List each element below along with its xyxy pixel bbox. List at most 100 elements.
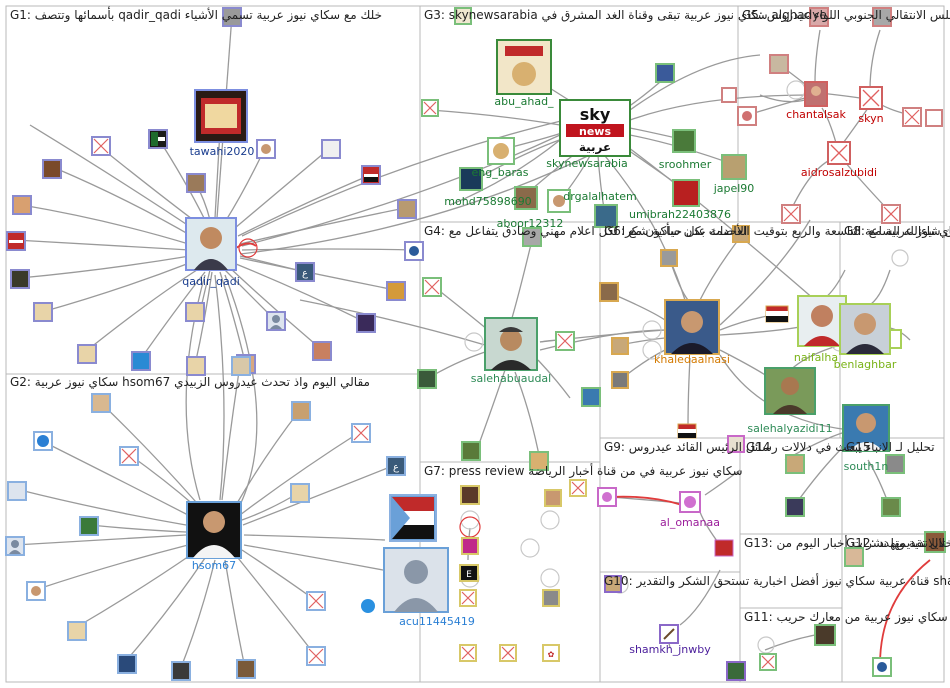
avatar-node[interactable] [80,517,98,535]
avatar-node[interactable] [545,490,561,506]
svg-text:sky: sky [580,105,611,124]
avatar-node[interactable] [387,282,405,300]
avatar-node[interactable] [722,88,736,102]
node-label: skynewsarabia [546,157,627,170]
avatar-node[interactable] [722,155,746,179]
node-al-omanaa[interactable] [680,492,700,512]
node-label: skyn [858,112,883,125]
avatar-node[interactable] [118,655,136,673]
node-skyn[interactable] [860,87,882,109]
avatar-node[interactable] [43,160,61,178]
group-title-g11: G11: صور خاصة بـ سكاي نيوز عربية من معار… [744,610,950,625]
node-label: al_omanaa [660,516,720,529]
node-label: salehabuaudal [471,372,551,385]
group-title-g2: G2: سكاي نيوز عربية hsom67 مقالي اليوم و… [10,375,370,390]
avatar-node[interactable] [461,486,479,504]
avatar-node[interactable] [232,357,250,375]
avatar-node[interactable] [656,64,674,82]
avatar-node[interactable] [34,303,52,321]
avatar-node[interactable] [11,270,29,288]
group-title-g13: G13: الإعلامية الجميلة ميشيلا حداد خلال … [744,535,950,551]
group-title-g10: G10: قناة عربية سكاي نيوز أفضل اخبارية ت… [604,573,950,589]
node-hsom67[interactable] [187,502,241,558]
node-label: naifalha [794,351,838,364]
avatar-node[interactable] [418,370,436,388]
avatar-node[interactable] [543,590,559,606]
avatar-node[interactable] [322,140,340,158]
avatar-node[interactable] [727,662,745,680]
node-salehalyazidi11[interactable] [765,368,815,414]
avatar-node[interactable] [78,345,96,363]
avatar-node[interactable] [92,394,110,412]
avatar-node[interactable] [786,498,804,516]
node-label: mohd75898690 [444,195,531,208]
avatar-node[interactable] [357,314,375,332]
avatar-node[interactable] [172,662,190,680]
avatar-node[interactable] [398,200,416,218]
avatar-node[interactable] [462,538,478,554]
avatar-node[interactable] [612,372,628,388]
node-label: shamkh_jnwby [629,643,711,656]
avatar-node[interactable] [612,338,628,354]
avatar-node[interactable] [882,498,900,516]
group-title-g5: G5: لقاء خاص اجرته مع رئيس المجلس الانتق… [742,8,950,23]
group-title-g15: G15 [846,440,871,454]
node-tawahi2020[interactable] [195,90,247,142]
node-label: salehalyazidi11 [747,422,832,435]
node-benlaghbar[interactable] [840,304,890,354]
svg-text:ع: ع [302,268,308,279]
node-abu-ahad[interactable] [497,40,551,94]
avatar-node[interactable] [673,180,699,206]
avatar-node[interactable] [600,283,618,301]
avatar-node[interactable] [815,625,835,645]
avatar-node[interactable] [187,357,205,375]
node-chantalsak[interactable] [805,82,827,106]
node-label: abu_ahad_ [494,95,554,108]
node-label: umibrah22403876 [629,208,731,221]
group-title-g7: G7: press review سكاي نيوز عربية في من ق… [424,463,743,479]
svg-text:ع: ع [393,462,399,473]
avatar-node[interactable] [661,250,677,266]
avatar-node[interactable] [582,388,600,406]
node-label: south1n [844,460,889,473]
group-title-g14: G14 [746,440,771,454]
node-label: qadir_qadi [182,275,240,288]
node-khaledaalnasi[interactable] [665,300,719,354]
svg-text:E: E [466,570,472,580]
avatar-node[interactable] [313,342,331,360]
avatar-node[interactable] [462,442,480,460]
node-salehabuaudal[interactable] [485,318,537,370]
node-aidrosalzubidi[interactable] [828,142,850,164]
avatar-node[interactable] [237,660,255,678]
avatar-node[interactable] [770,55,788,73]
avatar-node[interactable] [926,110,942,126]
avatar-node[interactable] [187,174,205,192]
avatar-node[interactable] [715,540,733,556]
avatar-node[interactable] [68,622,86,640]
node-label: khaledaalnasi [654,353,730,366]
node-label: japel90 [713,182,755,195]
avatar-node[interactable] [186,303,204,321]
svg-text:عربية: عربية [579,140,611,154]
verified-icon [361,599,375,613]
node-label: drgalalhatem [563,190,636,203]
node-naifalhadiy[interactable] [798,296,846,346]
node-label: tawahi2020 [190,145,255,158]
avatar-node[interactable] [886,455,904,473]
avatar-node[interactable] [673,130,695,152]
avatar-node[interactable] [845,548,863,566]
avatar-node[interactable] [786,455,804,473]
group-title-g1: G1: بأسمائها وتتصف qadir_qadi خلك مع سكا… [10,6,382,23]
avatar-node[interactable] [291,484,309,502]
node-label: sroohmer [659,158,712,171]
avatar-node[interactable] [8,482,26,500]
node-qadir-qadi[interactable] [186,218,236,270]
node-skynewsarabia[interactable]: sky news عربية [560,100,630,156]
avatar-node[interactable] [13,196,31,214]
avatar-node[interactable] [292,402,310,420]
svg-text:news: news [579,125,611,138]
node-label: benlaghbar [834,358,897,371]
avatar-node[interactable] [132,352,150,370]
svg-text:✿: ✿ [548,650,555,659]
